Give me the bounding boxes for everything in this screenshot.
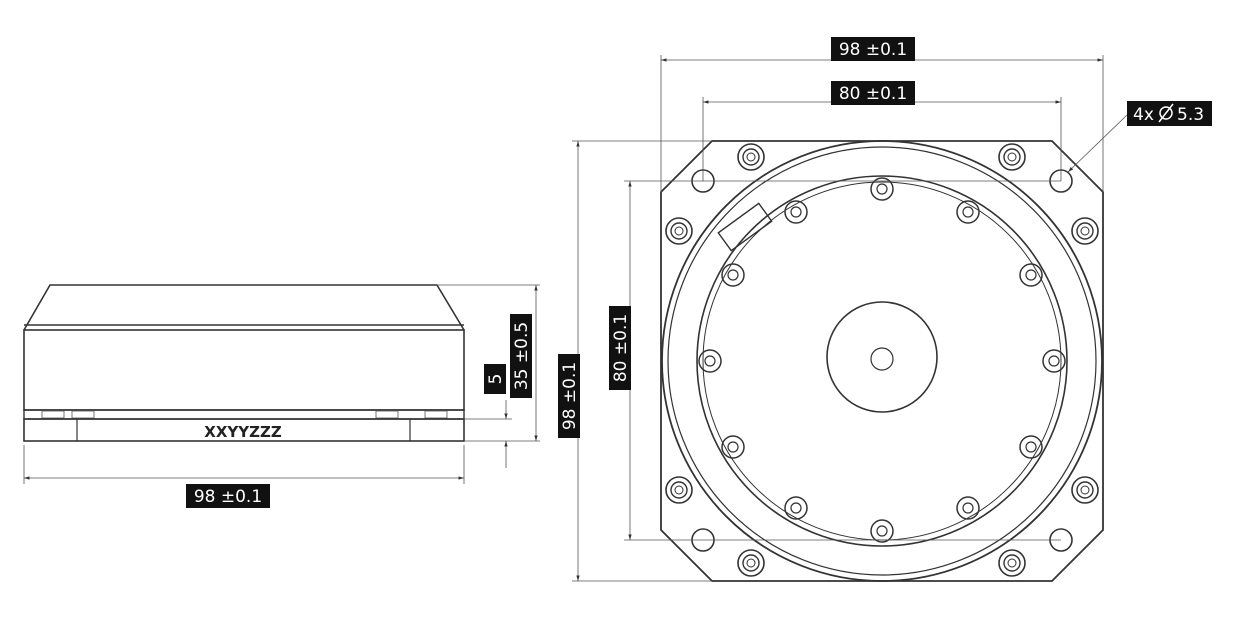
side-view: XXYYZZZ 98 ±0.1 35 ±0.5 5 bbox=[23, 284, 540, 508]
diameter-icon bbox=[1158, 103, 1174, 123]
part-marking: XXYYZZZ bbox=[204, 423, 282, 441]
outer-bolts bbox=[665, 143, 1099, 577]
hole-diameter-label: 5.3 bbox=[1177, 105, 1204, 125]
bolt-width-label: 80 ±0.1 bbox=[839, 84, 907, 104]
base-dimension-label: 5 bbox=[486, 374, 506, 385]
hole-count-label: 4x bbox=[1133, 105, 1154, 125]
outer-width-label: 98 ±0.1 bbox=[839, 40, 907, 60]
width-dimension-label: 98 ±0.1 bbox=[194, 487, 262, 507]
outer-height-label: 98 ±0.1 bbox=[560, 362, 580, 430]
bolt-height-label: 80 ±0.1 bbox=[611, 314, 631, 382]
front-view: 98 ±0.1 80 ±0.1 98 ±0.1 80 ±0.1 4x 5.3 bbox=[558, 37, 1212, 582]
inner-bolts bbox=[698, 177, 1066, 543]
height-dimension-label: 35 ±0.5 bbox=[512, 322, 532, 390]
mount-holes bbox=[691, 169, 1073, 552]
